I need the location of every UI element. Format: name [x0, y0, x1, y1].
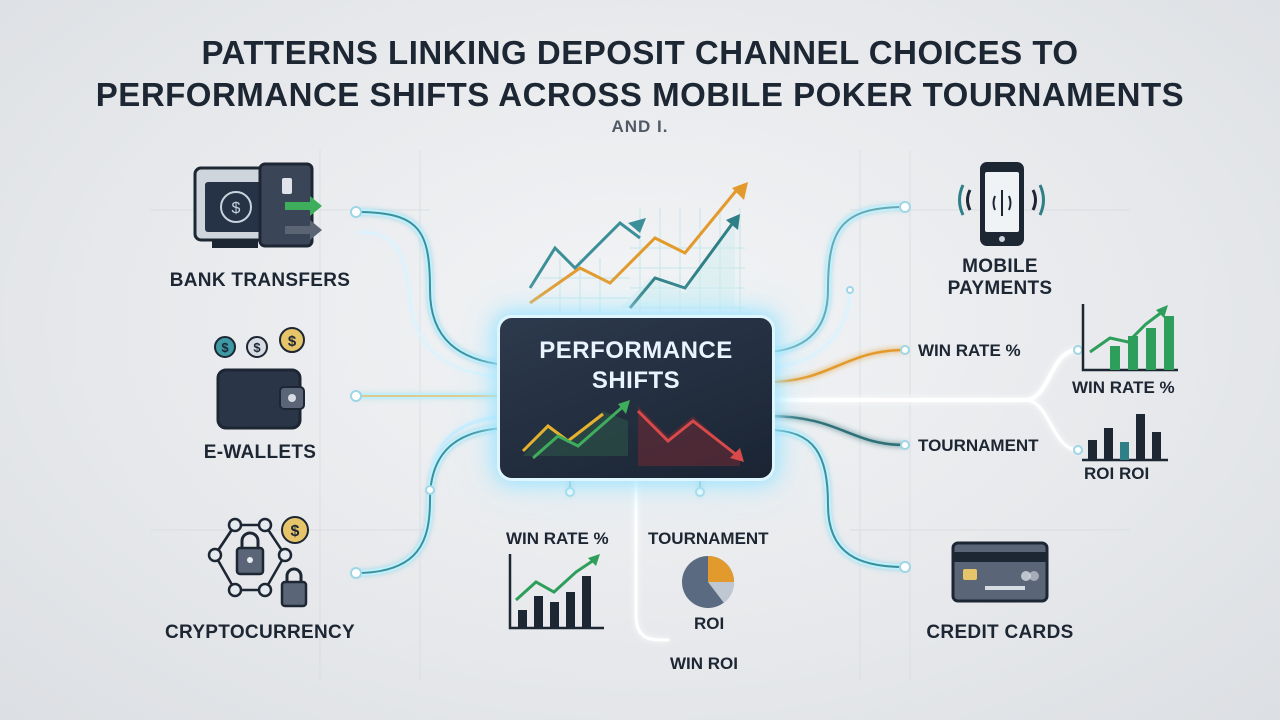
win-rate-chart-label: WIN RATE %	[1072, 378, 1175, 397]
node-dot	[899, 561, 911, 573]
svg-text:$: $	[232, 200, 241, 217]
cryptocurrency-label: CRYPTOCURRENCY	[165, 622, 355, 643]
connector-mobile	[765, 204, 908, 355]
mobile-payments-label: MOBILE PAYMENTS	[900, 256, 1100, 300]
diagram-subtitle: AND I.	[611, 117, 669, 136]
node-dot	[899, 201, 911, 213]
mobile-phone-icon	[958, 162, 1045, 246]
credit-card-icon	[951, 541, 1049, 603]
bottom-win-roi-label: WIN ROI	[670, 654, 738, 673]
node-dot	[350, 206, 362, 218]
roi-pie-chart-icon	[682, 556, 735, 608]
connector-bottom	[634, 476, 670, 642]
node-dot	[846, 286, 854, 294]
node-dot	[565, 487, 575, 497]
diagram-title-line-2: PERFORMANCE SHIFTS ACROSS MOBILE POKER T…	[95, 76, 1185, 113]
bottom-win-rate-label: WIN RATE %	[506, 529, 609, 548]
hub-title-line-1: PERFORMANCE	[539, 337, 733, 364]
bank-transfers-label: BANK TRANSFERS	[169, 270, 351, 291]
svg-text:$: $	[253, 340, 261, 355]
svg-text:$: $	[288, 333, 297, 350]
node-dot	[350, 567, 362, 579]
wallet-icon: $ $ $	[214, 327, 305, 430]
node-dot	[350, 390, 362, 402]
mobile-payments-line-1: MOBILE	[962, 256, 1038, 277]
credit-cards-label: CREDIT CARDS	[926, 622, 1074, 643]
node-dot	[1073, 445, 1083, 455]
win-rate-bar-chart-icon	[1081, 304, 1178, 372]
node-dot	[425, 485, 435, 495]
svg-text:$: $	[221, 340, 229, 355]
bottom-tournament-label: TOURNAMENT	[648, 529, 769, 548]
hub-charts-icon	[521, 400, 744, 466]
crypto-network-icon: $	[207, 516, 309, 608]
mobile-payments-line-2: PAYMENTS	[947, 278, 1053, 299]
diagram-title-line-1: PATTERNS LINKING DEPOSIT CHANNEL CHOICES…	[201, 34, 1079, 71]
tournament-metric-label: TOURNAMENT	[918, 436, 1039, 455]
connector-tournament	[766, 414, 907, 447]
node-dot	[695, 487, 705, 497]
bank-transfer-icon: $	[193, 162, 322, 248]
win-rate-metric-label: WIN RATE %	[918, 341, 1021, 360]
connector-win-rate	[766, 348, 907, 384]
roi-chart-label: ROI ROI	[1084, 464, 1150, 483]
connector-credit	[765, 427, 908, 570]
bottom-bar-chart-icon	[508, 554, 604, 630]
node-dot	[900, 345, 910, 355]
performance-shifts-hub: PERFORMANCE SHIFTS	[500, 318, 772, 478]
hub-title: PERFORMANCE SHIFTS	[500, 336, 772, 396]
node-dot	[900, 440, 910, 450]
e-wallets-label: E-WALLETS	[203, 442, 317, 463]
hub-title-line-2: SHIFTS	[591, 367, 681, 394]
roi-bar-chart-icon	[1082, 414, 1168, 462]
svg-text:$: $	[291, 523, 300, 540]
trend-chart-icon	[528, 182, 748, 313]
bottom-roi-label: ROI	[694, 614, 725, 633]
